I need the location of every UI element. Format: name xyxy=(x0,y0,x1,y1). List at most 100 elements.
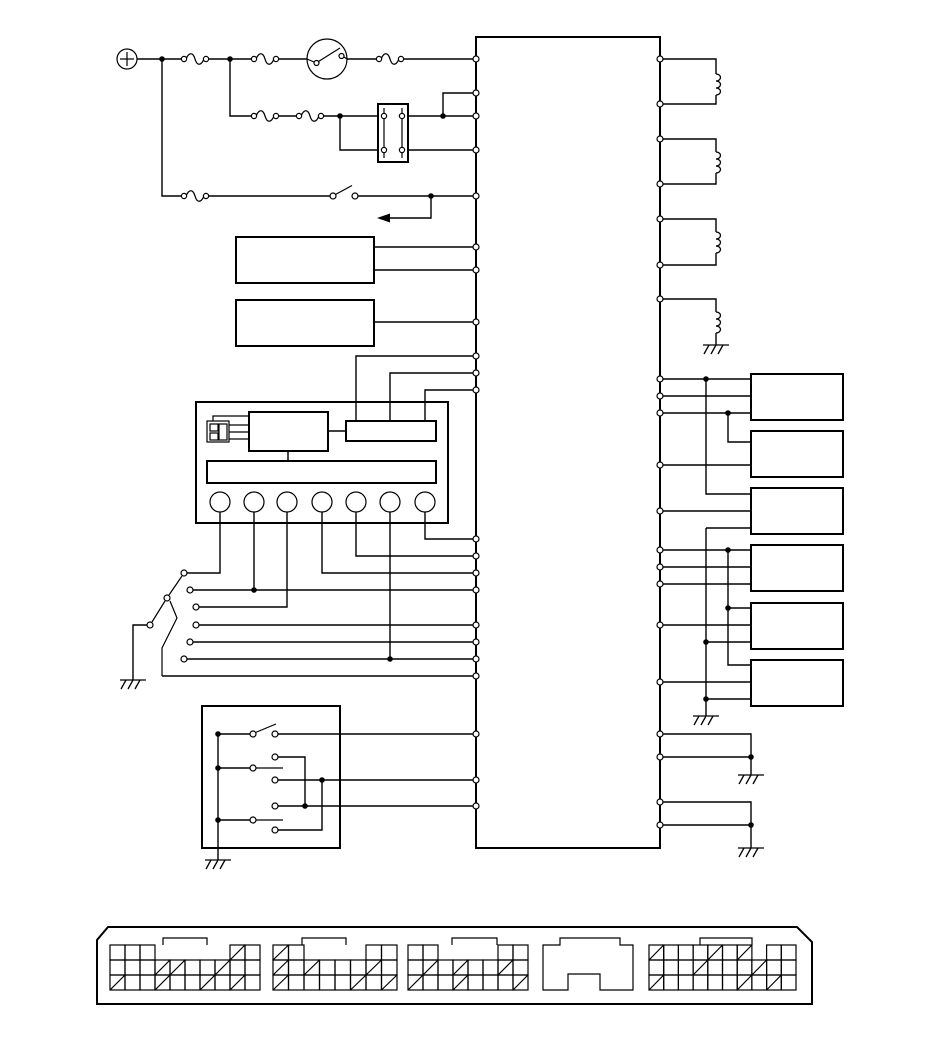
connector-cell xyxy=(497,974,514,991)
connector-key-bracket xyxy=(301,937,347,945)
switch-pack-box xyxy=(201,705,341,849)
ecu-pin xyxy=(472,369,480,377)
ecu-pin xyxy=(656,621,664,629)
connector-cell xyxy=(707,974,724,991)
connector-cell-slash xyxy=(736,944,753,961)
connector-cell xyxy=(287,944,305,961)
fuse-icon xyxy=(250,110,280,122)
ecu-pin xyxy=(472,638,480,646)
switch-arm xyxy=(255,723,277,734)
indicator-lamp-icon xyxy=(311,491,333,513)
ecu-pin xyxy=(656,55,664,63)
connector-cell xyxy=(780,959,797,976)
ground-icon xyxy=(204,859,232,870)
junction-dot xyxy=(703,696,709,702)
connector-cell xyxy=(721,944,738,961)
junction-dot xyxy=(748,822,754,828)
connector-cell xyxy=(512,959,529,976)
connector-cell-slash xyxy=(452,959,469,976)
connector-cell-slash xyxy=(648,944,665,961)
cluster-indicator-lamps xyxy=(209,491,436,513)
connector-key-bracket xyxy=(162,937,208,945)
connector-cell-slash xyxy=(272,944,289,961)
right-module-2-box xyxy=(750,430,844,478)
indicator-lamp-icon xyxy=(345,491,367,513)
ecu-pin xyxy=(472,352,480,360)
fuse-icon xyxy=(180,190,210,202)
junction-dot xyxy=(215,817,221,823)
connector-key-bracket xyxy=(699,937,753,945)
connector-cell xyxy=(736,959,753,976)
junction-dot xyxy=(748,754,754,760)
indicator-lamp-icon xyxy=(414,491,436,513)
connector-cell xyxy=(648,959,665,976)
connector-cavity-block xyxy=(272,937,398,991)
connector-cell xyxy=(349,959,367,976)
connector-cell xyxy=(422,974,439,991)
connector-cell-slash xyxy=(422,959,439,976)
connector-cell-slash xyxy=(272,974,289,991)
connector-cell xyxy=(229,959,246,976)
rotary-switch-icon xyxy=(132,569,200,680)
cluster-data-wire-2 xyxy=(389,372,476,421)
connector-cell xyxy=(663,944,680,961)
connector-cell-slash xyxy=(365,959,382,976)
ecu-pin xyxy=(472,569,480,577)
accessory-feed-wire xyxy=(229,59,476,117)
connector-cell xyxy=(287,974,305,991)
ecu-pin xyxy=(472,266,480,274)
ecu-pin xyxy=(472,146,480,154)
connector-cell-slash xyxy=(692,959,709,976)
junction-dot xyxy=(428,193,434,199)
coil-icon xyxy=(715,231,722,254)
ecu-pin xyxy=(472,802,480,810)
connector-cell xyxy=(124,944,141,961)
junction-dot xyxy=(215,765,221,771)
connector-cell xyxy=(199,959,216,976)
cluster-lamp-wire-7 xyxy=(424,512,476,540)
connector-center-key xyxy=(542,937,634,991)
junction-dot xyxy=(159,56,165,62)
connector-cell xyxy=(751,974,768,991)
switch-pack-link-2 xyxy=(278,780,323,831)
connector-cell-slash xyxy=(497,959,514,976)
ecu-pin xyxy=(656,100,664,108)
ecu-connector-icon xyxy=(96,926,813,1005)
cluster-lamp-wire-1 xyxy=(187,512,221,574)
connector-cavity-block xyxy=(407,937,529,991)
right-module-3-wires xyxy=(660,379,751,529)
cluster-data-wire-3 xyxy=(424,389,476,421)
connector-cell xyxy=(707,959,724,976)
connector-cell xyxy=(184,959,201,976)
ecu-pin xyxy=(472,621,480,629)
coil-3-wire xyxy=(660,218,717,266)
ecu-pin xyxy=(656,798,664,806)
connector-cell-slash xyxy=(648,974,665,991)
connector-cell-slash xyxy=(199,974,216,991)
connector-cell xyxy=(407,959,424,976)
ecu-pin xyxy=(472,552,480,560)
ecu-pin xyxy=(472,535,480,543)
connector-cell xyxy=(482,974,499,991)
indicator-lamp-icon xyxy=(243,491,265,513)
connector-cell xyxy=(287,959,305,976)
ignition-feed-wire xyxy=(161,59,476,197)
switch-icon xyxy=(329,184,359,200)
ecu-pin xyxy=(472,89,480,97)
connector-cell xyxy=(365,974,383,991)
connector-cell xyxy=(109,959,126,976)
junction-dot xyxy=(440,113,446,119)
coil-icon xyxy=(715,73,722,96)
ecu-pin xyxy=(656,580,664,588)
connector-cell xyxy=(780,974,797,991)
relay-icon xyxy=(377,103,409,163)
connector-cell xyxy=(437,959,454,976)
connector-cell xyxy=(334,959,352,976)
ground-icon xyxy=(737,847,765,858)
fuse-icon xyxy=(180,53,210,65)
ecu-pins xyxy=(472,55,664,829)
connector-cell-slash xyxy=(751,959,768,976)
connector-cell xyxy=(721,959,738,976)
connector-cell xyxy=(692,974,709,991)
junction-dot xyxy=(227,56,233,62)
